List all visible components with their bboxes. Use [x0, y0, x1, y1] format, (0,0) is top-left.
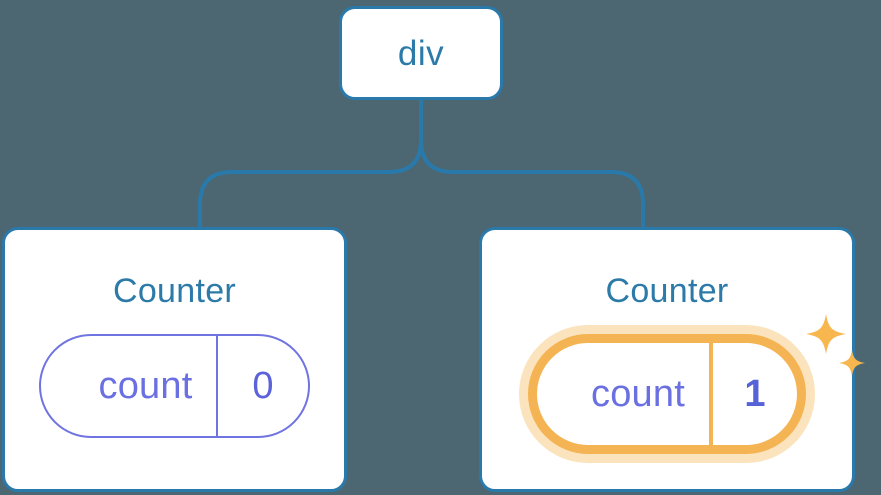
- node-root-div[interactable]: div: [339, 6, 503, 100]
- state-pill[interactable]: count 0: [39, 334, 310, 438]
- connector-branch-right: [419, 138, 645, 229]
- connector-branch-left: [198, 138, 423, 229]
- node-counter-left[interactable]: Counter count 0: [2, 227, 347, 492]
- node-counter-right[interactable]: Counter count 1: [479, 227, 865, 492]
- counter-title: Counter: [112, 272, 237, 310]
- state-value-label: 0: [216, 336, 308, 436]
- root-node-label: div: [397, 33, 445, 73]
- state-key-label: count: [98, 364, 193, 407]
- sparkle-large-icon: [806, 314, 846, 354]
- state-value-label: 1: [709, 343, 797, 445]
- state-key-label: count: [591, 372, 685, 415]
- state-pill-highlighted[interactable]: count 1: [528, 334, 806, 454]
- state-pill-wrapper-highlighted: count 1: [528, 314, 865, 454]
- state-pill-wrapper: count 0: [39, 334, 310, 438]
- counter-title: Counter: [605, 272, 729, 310]
